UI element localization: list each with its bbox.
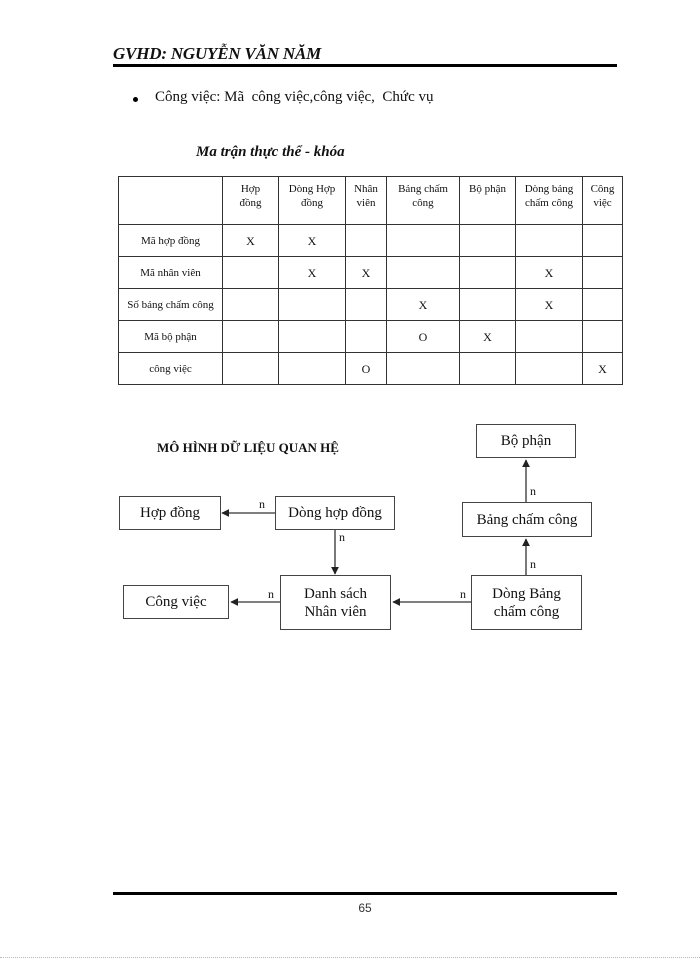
matrix-cell: X: [278, 256, 346, 289]
matrix-cell: [386, 224, 460, 257]
entity-dong-hop-dong: Dòng hợp đồng: [275, 496, 395, 530]
bullet-text: Công việc: Mã công việc,công việc, Chức …: [155, 89, 434, 105]
cardinality-label: n: [259, 497, 265, 511]
header-title: GVHD: NGUYỄN VĂN NĂM: [113, 44, 322, 63]
table-row: công việc O X: [118, 352, 623, 385]
matrix-cell: [222, 256, 279, 289]
cardinality-label: n: [339, 530, 345, 544]
entity-cong-viec: Công việc: [123, 585, 229, 619]
matrix-cell: [582, 224, 623, 257]
matrix-cell: X: [515, 288, 583, 321]
matrix-cell: X: [345, 256, 387, 289]
footer-rule: [113, 892, 617, 895]
matrix-cell: X: [582, 352, 623, 385]
entity-bo-phan: Bộ phận: [476, 424, 576, 458]
column-header: Bộ phận: [459, 176, 516, 225]
cardinality-label: n: [530, 484, 536, 498]
cardinality-label: n: [460, 587, 466, 601]
matrix-cell: [582, 288, 623, 321]
row-key: Mã nhân viên: [118, 256, 223, 289]
bullet-icon: [133, 97, 138, 102]
row-key: công việc: [118, 352, 223, 385]
cardinality-label: n: [268, 587, 274, 601]
matrix-cell: [459, 352, 516, 385]
matrix-cell: [386, 352, 460, 385]
table-row: Mã nhân viên X X X: [118, 256, 623, 289]
page-edge: [0, 957, 700, 958]
matrix-title: Ma trận thực thể - khóa: [196, 144, 345, 160]
matrix-cell: [345, 320, 387, 353]
matrix-cell: X: [222, 224, 279, 257]
table-row: Số bảng chấm công X X: [118, 288, 623, 321]
matrix-cell: [515, 352, 583, 385]
matrix-cell: [459, 256, 516, 289]
matrix-cell: O: [345, 352, 387, 385]
entity-bang-cham-cong: Bảng chấm công: [462, 502, 592, 537]
matrix-cell: [459, 288, 516, 321]
cardinality-label: n: [530, 557, 536, 571]
matrix-cell: [582, 320, 623, 353]
matrix-cell: X: [278, 224, 346, 257]
matrix-cell: [582, 256, 623, 289]
matrix-cell: [386, 256, 460, 289]
page-number: 65: [358, 901, 372, 915]
entity-hop-dong: Hợp đồng: [119, 496, 221, 530]
header-rule: [113, 64, 617, 67]
matrix-cell: X: [386, 288, 460, 321]
matrix-cell: X: [515, 256, 583, 289]
diagram-title: MÔ HÌNH DỮ LIỆU QUAN HỆ: [157, 440, 339, 455]
matrix-cell: [278, 352, 346, 385]
matrix-cell: [278, 288, 346, 321]
